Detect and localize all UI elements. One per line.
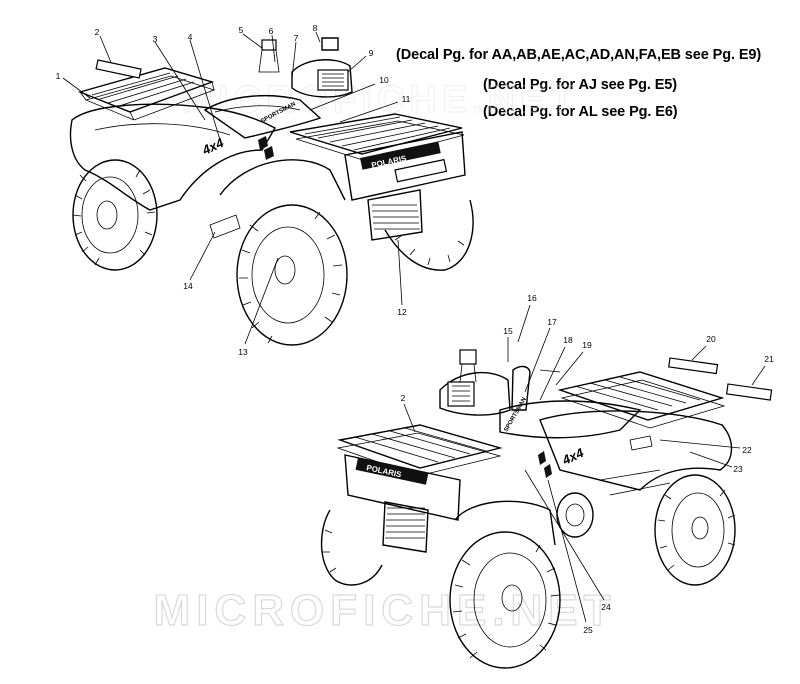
- callout-7: 7: [293, 32, 299, 43]
- callout-6: 6: [268, 25, 274, 36]
- callout-24: 24: [601, 601, 611, 612]
- callout-19: 19: [582, 339, 592, 350]
- callout-25: 25: [583, 624, 593, 635]
- svg-text:SPORTSMAN: SPORTSMAN: [504, 397, 528, 433]
- callout-23: 23: [733, 463, 743, 474]
- leader-lines-top: [62, 31, 403, 345]
- callout-20: 20: [706, 333, 716, 344]
- leader-lines-bottom: [403, 304, 766, 623]
- decal-20: [668, 357, 719, 375]
- callout-16: 16: [527, 292, 537, 303]
- watermark-logo: MICROFICHE.NET MICROFICHE.NET: [153, 79, 617, 636]
- callout-21: 21: [764, 353, 774, 364]
- rear-wheel-bottom: [654, 474, 736, 586]
- note-decal-page-e5: (Decal Pg. for AJ see Pg. E5): [483, 77, 677, 93]
- callout-15: 15: [503, 325, 513, 336]
- callout-18: 18: [563, 334, 573, 345]
- callout-3: 3: [152, 33, 158, 44]
- rear-wheel-top: [72, 159, 158, 271]
- callout-12: 12: [397, 306, 407, 317]
- front-wheel-top: [236, 204, 348, 346]
- callout-22: 22: [742, 444, 752, 455]
- callout-14: 14: [183, 280, 193, 291]
- note-decal-page-e6: (Decal Pg. for AL see Pg. E6): [483, 104, 678, 120]
- callout-1: 1: [55, 70, 61, 81]
- atv-bottom-view: SPORTSMAN 4x4 POLARIS: [95, 59, 773, 669]
- callout-2: 2: [94, 26, 100, 37]
- note-decal-page-e9: (Decal Pg. for AA,AB,AE,AC,AD,AN,FA,EB s…: [396, 47, 762, 63]
- front-rack: [289, 113, 465, 162]
- callout-8: 8: [312, 22, 318, 33]
- rear-rack-bottom: [557, 371, 726, 429]
- callout-13: 13: [238, 346, 248, 357]
- callout-4: 4: [187, 31, 193, 42]
- decal-21: [725, 383, 773, 401]
- svg-text:4x4: 4x4: [199, 135, 227, 159]
- callout-2-bottom: 2: [400, 392, 406, 403]
- callout-11: 11: [401, 93, 411, 104]
- far-front-wheel-bottom: [320, 509, 383, 586]
- callout-17: 17: [547, 316, 557, 327]
- svg-text:4x4: 4x4: [559, 445, 587, 469]
- decal-2: [95, 59, 142, 79]
- callout-5: 5: [238, 24, 244, 35]
- callout-10: 10: [379, 74, 389, 85]
- svg-text:MICROFICHE.NET: MICROFICHE.NET: [154, 586, 617, 635]
- callout-9: 9: [368, 47, 374, 58]
- front-wheel-bottom: [449, 531, 561, 669]
- svg-text:MICROFICHE.NET: MICROFICHE.NET: [181, 79, 578, 121]
